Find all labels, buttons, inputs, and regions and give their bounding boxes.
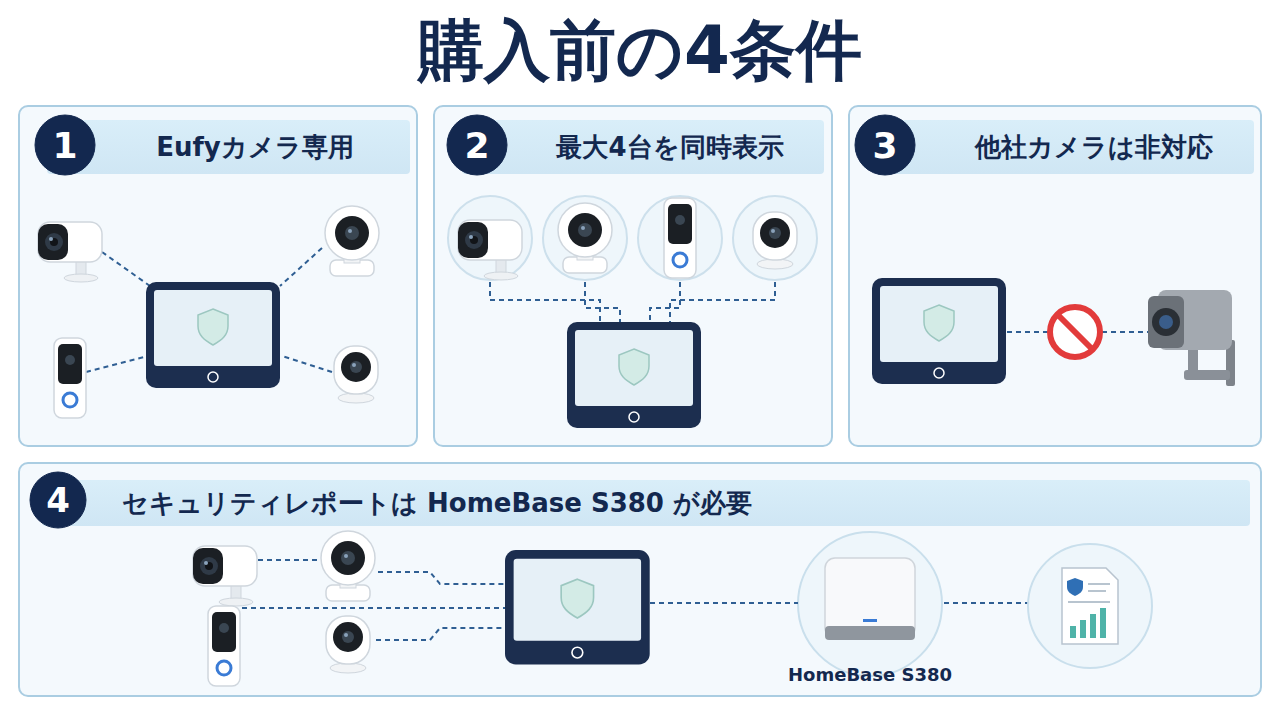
indoor-camera xyxy=(326,616,370,673)
camera-arm xyxy=(1184,370,1230,380)
homebase-device xyxy=(825,558,915,640)
number-badge: 2 xyxy=(446,114,508,176)
bullet-camera xyxy=(38,222,102,282)
tablet-icon xyxy=(146,282,280,388)
link-line xyxy=(650,282,680,322)
page-title: 購入前の4条件 xyxy=(418,12,862,89)
homebase-led xyxy=(863,619,877,622)
pan-tilt-camera xyxy=(321,531,375,601)
report-bar xyxy=(1070,626,1076,638)
link-line xyxy=(670,282,775,322)
indoor-camera xyxy=(334,346,378,403)
link-line xyxy=(258,559,318,561)
link-line xyxy=(102,252,150,286)
header-text-box: セキュリティレポートは HomeBase S380 が必要 xyxy=(122,480,1222,526)
callout-number: 4 xyxy=(46,480,70,520)
node-outline xyxy=(796,530,944,678)
bullet-camera xyxy=(458,220,522,280)
camera-face xyxy=(1148,296,1184,348)
report-page xyxy=(1062,568,1118,644)
panel-heading: Eufyカメラ専用 xyxy=(156,130,354,165)
prohibited-sign xyxy=(1050,307,1100,357)
camera-lens xyxy=(1159,315,1173,329)
link-line xyxy=(1007,331,1048,333)
link-line xyxy=(378,572,505,584)
bullet-camera xyxy=(193,546,257,606)
doorbell-camera xyxy=(664,198,696,278)
node-circle xyxy=(35,115,95,175)
condition-panel: 他社カメラは非対応 3 xyxy=(848,105,1262,447)
number-badge: 1 xyxy=(34,114,96,176)
panel-heading: 最大4台を同時表示 xyxy=(556,130,783,165)
link-line xyxy=(280,248,322,286)
report-shield xyxy=(1067,578,1083,596)
device-label: HomeBase S380 xyxy=(766,664,974,685)
node-circle xyxy=(447,115,507,175)
condition-panel: セキュリティレポートは HomeBase S380 が必要 4HomeBase S… xyxy=(18,462,1262,697)
header-text-box: 他社カメラは非対応 xyxy=(935,120,1253,174)
report-bar xyxy=(1100,608,1106,638)
homebase-base xyxy=(825,626,915,640)
link-line xyxy=(1102,331,1148,333)
camera-arm xyxy=(1188,348,1198,374)
wall-plate xyxy=(1226,340,1235,386)
camera-badge xyxy=(543,196,627,280)
prohibited-ring xyxy=(1050,307,1100,357)
camera-lens xyxy=(1152,308,1180,336)
panel-heading: 他社カメラは非対応 xyxy=(975,130,1213,165)
camera-badge xyxy=(638,196,722,280)
condition-panel: 最大4台を同時表示 2 xyxy=(433,105,833,447)
camera-badges xyxy=(448,196,817,280)
report-bar xyxy=(1090,614,1096,638)
title-bar: 購入前の4条件 xyxy=(0,6,1280,96)
header-text-box: Eufyカメラ専用 xyxy=(105,120,405,174)
condition-panel: Eufyカメラ専用 1 xyxy=(18,105,418,447)
number-badge: 4 xyxy=(29,471,87,529)
pan-tilt-camera xyxy=(558,203,612,273)
homebase-body xyxy=(825,558,915,638)
callout-number: 2 xyxy=(464,125,489,166)
header-text-box: 最大4台を同時表示 xyxy=(520,120,820,174)
report-icon xyxy=(1028,544,1152,668)
report-line xyxy=(1088,590,1106,592)
tablet-icon xyxy=(872,278,1006,384)
link-line xyxy=(282,356,332,372)
link-line xyxy=(242,607,505,609)
camera-badge xyxy=(733,196,817,280)
tablet-icon xyxy=(567,322,701,428)
callout-number: 3 xyxy=(872,125,897,166)
doorbell-camera xyxy=(208,606,240,686)
indoor-camera xyxy=(753,212,797,269)
report-bar xyxy=(1080,620,1086,638)
report-line xyxy=(1088,583,1110,585)
number-badge: 3 xyxy=(854,114,916,176)
tablet-icon xyxy=(505,550,650,664)
report-badge xyxy=(1028,544,1152,668)
node-circle xyxy=(798,532,942,676)
panel-heading: セキュリティレポートは HomeBase S380 が必要 xyxy=(122,486,752,521)
link-line xyxy=(86,356,148,372)
camera-badge xyxy=(448,196,532,280)
node-circle xyxy=(30,472,86,528)
node-circle xyxy=(855,115,915,175)
doorbell-camera xyxy=(54,338,86,418)
homebase-node: HomeBase S380 xyxy=(796,530,944,690)
report-line xyxy=(1068,601,1110,603)
link-line xyxy=(490,282,600,322)
camera-body xyxy=(1158,290,1232,350)
link-line xyxy=(650,602,798,604)
link-line xyxy=(376,628,505,640)
link-line xyxy=(944,602,1028,604)
prohibited-bar xyxy=(1058,315,1092,349)
pan-tilt-camera xyxy=(325,206,379,276)
dashed-links xyxy=(86,248,1148,640)
callout-number: 1 xyxy=(52,125,77,166)
other-camera xyxy=(1148,290,1235,386)
link-line xyxy=(585,282,620,322)
